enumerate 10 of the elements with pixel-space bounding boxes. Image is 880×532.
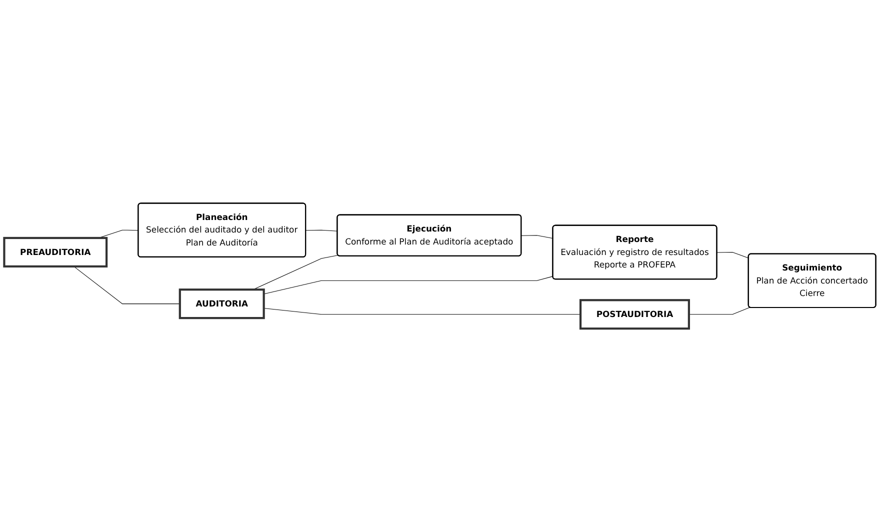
connector [306,230,338,232]
node-box: AUDITORIA [178,288,265,320]
node-box: PREAUDITORIA [3,237,108,268]
connector [716,252,749,258]
connector [521,235,554,239]
node-box: POSTAUDITORIA [579,299,690,330]
connector [688,307,750,315]
connector [264,308,581,315]
connector [264,276,554,294]
connector [74,266,180,304]
